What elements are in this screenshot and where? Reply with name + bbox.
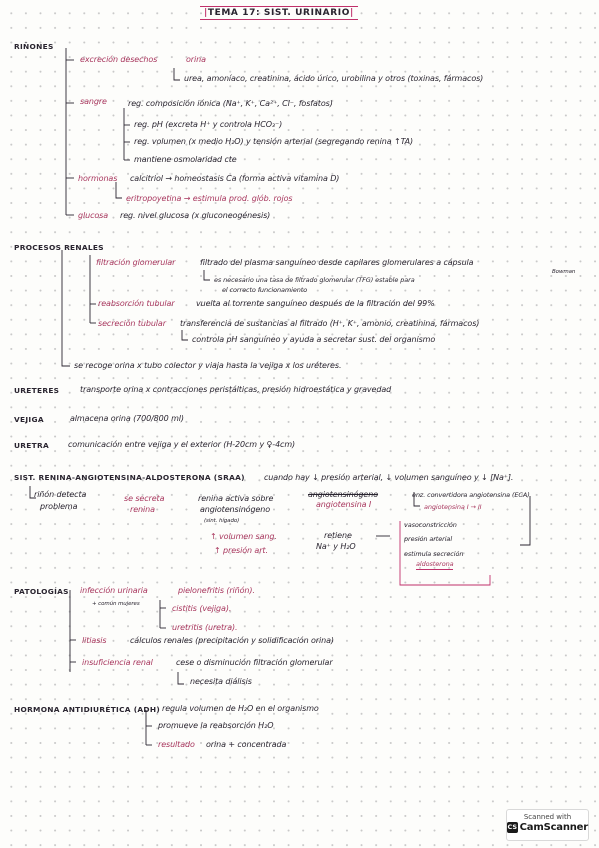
adh-regula: regula volumen de H₂O en el organismo <box>162 704 319 713</box>
label-reabsorcion: reabsorción tubular <box>98 299 175 308</box>
eritropoyetina: eritropoyetina → estimula prod. glób. ro… <box>126 194 293 203</box>
heading-rinones: RIÑONES <box>14 42 54 51</box>
heading-vejiga: VEJIGA <box>14 415 44 424</box>
label-sangre: sangre <box>80 97 107 106</box>
camscanner-icon: CS <box>507 822 518 833</box>
se-secreta: se secreta <box>124 494 165 503</box>
calculos: cálculos renales (precipitación y solidi… <box>130 636 334 645</box>
label-filtracion: filtración glomerular <box>96 258 176 267</box>
eca: enz. convertidora angiotensina (ECA) <box>412 491 530 499</box>
heading-patologias: PATOLOGÍAS <box>14 587 69 596</box>
angiotensinogeno-strike: angiotensinógeno <box>308 490 379 499</box>
angiotensinogeno: angiotensinógeno <box>200 505 271 514</box>
heading-procesos: PROCESOS RENALES <box>14 243 104 252</box>
cese-filtracion: cese o disminución filtración glomerular <box>176 658 333 667</box>
dialisis: necesita diálisis <box>190 677 252 686</box>
infeccion-urinaria: infección urinaria <box>80 586 148 595</box>
insuficiencia-renal: insuficiencia renal <box>82 658 153 667</box>
tfg-note-2: el correcto funcionamiento <box>222 286 308 294</box>
vol-sang: ↑ volumen sang. <box>210 532 277 541</box>
label-glucosa: glucosa <box>78 211 109 220</box>
cistitis: cistitis (vejiga). <box>172 604 232 613</box>
adh-resultado: resultado <box>158 740 195 749</box>
secrecion-desc-2: controla pH sanguíneo y ayuda a secretar… <box>192 335 436 344</box>
secrecion-desc: transferencia de sustancias al filtrado … <box>180 319 480 328</box>
recoge-note: se recoge orina x tubo colector y viaja … <box>74 361 342 370</box>
problema: problema <box>40 502 78 511</box>
adh-promueve: promueve la reabsorción H₂O <box>158 721 274 730</box>
comun-mujeres: + común mujeres <box>92 601 140 607</box>
angiotensina-i: angiotensina I <box>316 500 372 509</box>
camscanner-name: CamScanner <box>519 822 589 833</box>
heading-sraa: SIST. RENINA-ANGIOTENSINA-ALDOSTERONA (S… <box>14 473 245 482</box>
angio-i-ii: angiotensina I → II <box>424 503 482 511</box>
renina: renina <box>130 505 155 514</box>
na-h2o: Na⁺ y H₂O <box>316 542 356 551</box>
ureteres-desc: transporte orina x contracciones peristá… <box>80 385 392 394</box>
sraa-condition: cuando hay ↓ presión arterial, ↓ volumen… <box>264 473 514 482</box>
retiene: retiene <box>324 531 352 540</box>
renina-activa: renina activa sobre <box>198 494 274 503</box>
heading-uretra: URETRA <box>14 441 49 450</box>
pres-art: ↑ presión art. <box>214 546 268 555</box>
reabsorcion-desc: vuelta al torrente sanguíneo después de … <box>196 299 435 308</box>
bowman: Bowman <box>552 269 576 275</box>
label-excrecion: excreción desechos <box>80 55 158 64</box>
heading-ureteres: URETERES <box>14 386 60 395</box>
rinon-detecta: riñón detecta <box>34 490 87 499</box>
presion-arterial: presión arterial <box>404 535 453 543</box>
reg-ionica: reg. composición iónica (Na⁺, K⁺, Ca²⁺, … <box>128 99 333 108</box>
label-orina: orina <box>186 55 206 64</box>
pielonefritis: pielonefritis (riñón). <box>178 586 255 595</box>
calcitriol: calcitriol → homeostasis Ca (forma activ… <box>130 174 340 183</box>
camscanner-badge: Scanned with CS CamScanner <box>506 809 589 841</box>
orina-detail: urea, amoníaco, creatinina, ácido úrico,… <box>184 74 484 83</box>
vasoconstriccion: vasoconstricción <box>404 521 457 529</box>
sint-higado: (sint. hígado) <box>204 518 240 524</box>
vejiga-desc: almacena orina (700/800 ml) <box>70 414 184 423</box>
label-hormonas: hormonas <box>78 174 118 183</box>
reg-ph: reg. pH (excreta H⁺ y controla HCO₃⁻) <box>134 120 283 129</box>
page-title: |TEMA 17: SIST. URINARIO| <box>200 6 358 20</box>
orina-concentrada: orina + concentrada <box>206 740 287 749</box>
reg-glucosa: reg. nivel glucosa (x gluconeogénesis) <box>120 211 271 220</box>
tfg-note: es necesario una tasa de filtrado glomer… <box>214 276 415 284</box>
label-secrecion: secreción tubular <box>98 319 166 328</box>
uretra-desc: comunicación entre vejiga y el exterior … <box>68 440 296 449</box>
litiasis: litiasis <box>82 636 107 645</box>
estimula-secrecion: estimula secreción <box>404 550 464 558</box>
osmolaridad: mantiene osmolaridad cte <box>134 155 237 164</box>
heading-adh: HORMONA ANTIDIURÉTICA (ADH) <box>14 705 160 714</box>
reg-volumen: reg. volumen (x medio H₂O) y tensión art… <box>134 137 414 146</box>
aldosterona: aldosterona <box>416 560 454 570</box>
scanned-with-label: Scanned with <box>523 813 572 821</box>
filtracion-desc: filtrado del plasma sanguíneo desde capi… <box>200 258 474 267</box>
uretritis: uretritis (uretra). <box>172 623 238 632</box>
